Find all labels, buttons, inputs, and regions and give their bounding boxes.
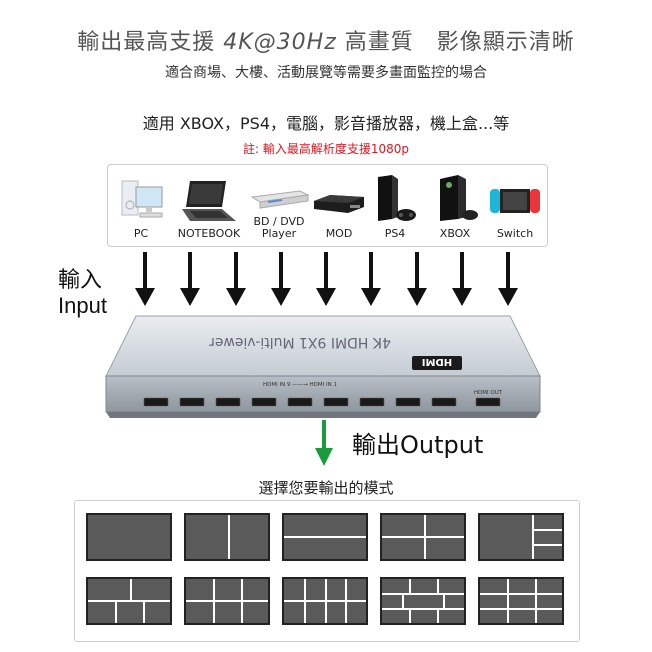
compatibility-text: 適用 XBOX，PS4，電腦，影音播放器，機上盒...等 <box>142 114 510 133</box>
input-arrow <box>498 252 518 306</box>
mode-single <box>86 513 172 561</box>
multiviewer-device: 4K HDMI 9X1 Multi-viewer HDMI HDMI IN 9 … <box>105 315 541 418</box>
input-arrow <box>316 252 336 306</box>
source-devices-panel: PC NOTEBOOK BD / DVD Player MOD <box>107 164 548 247</box>
hdmi-in-port <box>251 397 277 407</box>
hdmi-in-port <box>179 397 205 407</box>
device-switch: Switch <box>488 165 542 246</box>
hdmi-in-port <box>323 397 349 407</box>
hdmi-in-port <box>431 397 457 407</box>
input-arrow <box>452 252 472 306</box>
hdmi-in-port <box>287 397 313 407</box>
input-arrow <box>180 252 200 306</box>
mode-dual-vertical <box>184 513 270 561</box>
device-xbox: XBOX <box>430 165 480 246</box>
page-title: 輸出最高支援 4K@30Hz 高畫質 影像顯示清晰 <box>77 30 575 55</box>
device-bd-dvd-player: BD / DVD Player <box>248 165 310 246</box>
hdmi-logo-icon <box>412 356 462 370</box>
hdmi-in-port <box>395 397 421 407</box>
mod-box-icon <box>314 195 364 213</box>
input-arrow <box>361 252 381 306</box>
hdmi-out-port <box>475 397 501 407</box>
ps4-icon <box>378 175 416 221</box>
subtitle: 適合商場、大樓、活動展覽等需要多畫面監控的場合 <box>165 65 487 81</box>
mode-nine-split-b <box>478 577 564 625</box>
hdmi-logo-text: HDMI <box>422 356 452 367</box>
device-pc: PC <box>116 165 166 246</box>
mode-eight-split <box>282 577 368 625</box>
input-label-en: Input <box>58 293 107 318</box>
output-arrow <box>315 420 333 466</box>
hdmi-in-port <box>143 397 169 407</box>
hdmi-in-port <box>359 397 385 407</box>
device-notebook: NOTEBOOK <box>176 165 242 246</box>
mode-one-plus-three <box>478 513 564 561</box>
input-arrow <box>407 252 427 306</box>
input-arrow <box>135 252 155 306</box>
output-label: 輸出Output <box>352 431 484 459</box>
resolution-note: 註: 輸入最高解析度支援1080p <box>242 142 409 156</box>
input-label-zh: 輸入 <box>58 268 103 293</box>
port-in-text: HDMI IN 9 ——→ HDMI IN 1 <box>263 382 337 388</box>
pc-icon <box>121 180 163 218</box>
bd-dvd-player-icon <box>250 190 310 209</box>
input-arrow <box>226 252 246 306</box>
mode-quad <box>380 513 466 561</box>
hdmi-in-port <box>215 397 241 407</box>
display-modes-panel <box>74 500 580 642</box>
modes-heading: 選擇您要輸出的模式 <box>258 479 394 497</box>
switch-icon <box>490 189 540 213</box>
notebook-icon <box>182 181 236 221</box>
device-mod: MOD <box>310 165 368 246</box>
device-ps4: PS4 <box>370 165 420 246</box>
mode-dual-horizontal <box>282 513 368 561</box>
mode-six-split <box>184 577 270 625</box>
port-out-text: HDMI OUT <box>474 390 503 396</box>
mode-five-split <box>86 577 172 625</box>
device-top-text: 4K HDMI 9X1 Multi-viewer <box>209 334 391 350</box>
mode-nine-split-a <box>380 577 466 625</box>
input-arrow <box>271 252 291 306</box>
xbox-icon <box>440 175 478 221</box>
